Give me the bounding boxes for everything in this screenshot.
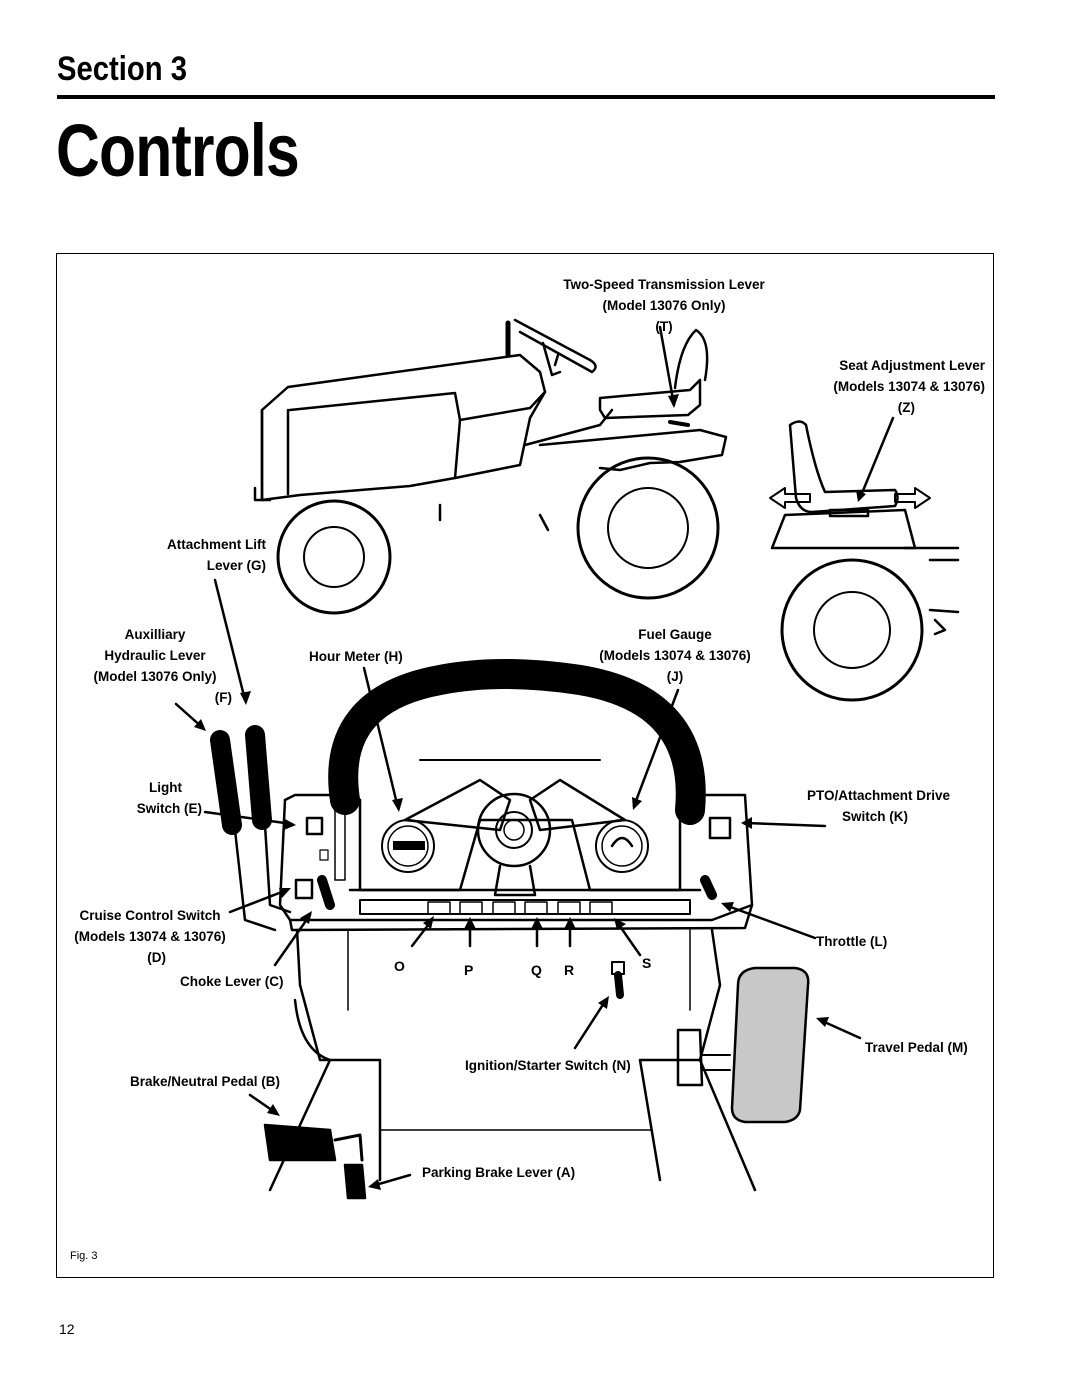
fuel-gauge-line-2: (Models 13074 & 13076)	[599, 648, 751, 663]
letter-s: S	[642, 955, 652, 971]
cruise-control-line-1: Cruise Control Switch	[79, 908, 221, 923]
seat-adjustment-line-2: (Models 13074 & 13076)	[833, 379, 985, 394]
attachment-lift-line-2: Lever (G)	[206, 558, 266, 573]
page-title: Controls	[56, 109, 300, 192]
two-speed-line-3: (T)	[655, 319, 673, 334]
letter-r: R	[564, 962, 575, 978]
two-speed-line-2: (Model 13076 Only)	[602, 298, 726, 313]
seat-detail	[769, 420, 960, 702]
ignition-switch-label: Ignition/Starter Switch (N)	[465, 1058, 631, 1073]
brake-pedal-label: Brake/Neutral Pedal (B)	[130, 1074, 281, 1089]
choke-lever-label: Choke Lever (C)	[180, 974, 284, 989]
light-switch-line-2: Switch (E)	[136, 801, 202, 816]
attachment-lift-label: Attachment Lift Lever (G)	[140, 534, 266, 576]
throttle-label: Throttle (L)	[816, 934, 888, 949]
figure-frame	[56, 253, 994, 1278]
aux-hydraulic-line-1: Auxilliary	[124, 627, 186, 642]
fuel-gauge-label: Fuel Gauge (Models 13074 & 13076) (J)	[580, 624, 770, 687]
header-rule	[57, 95, 995, 99]
hour-meter-label: Hour Meter (H)	[309, 649, 403, 664]
dashboard	[210, 659, 810, 1200]
letter-o: O	[394, 958, 405, 974]
light-switch-line-1: Light	[149, 780, 182, 795]
cruise-control-label: Cruise Control Switch (Models 13074 & 13…	[60, 905, 240, 968]
seat-adjustment-line-3: (Z)	[897, 400, 915, 415]
aux-hydraulic-label: Auxilliary Hydraulic Lever (Model 13076 …	[70, 624, 240, 708]
tractor-side-view	[253, 318, 728, 615]
pto-switch-line-2: Switch (K)	[842, 809, 908, 824]
seat-adjustment-line-1: Seat Adjustment Lever	[839, 358, 985, 373]
pointer-arrows	[174, 325, 895, 1190]
page-number: 12	[59, 1321, 75, 1337]
two-speed-label: Two-Speed Transmission Lever (Model 1307…	[548, 274, 780, 337]
letter-q: Q	[531, 962, 542, 978]
attachment-lift-line-1: Attachment Lift	[167, 537, 266, 552]
aux-hydraulic-line-2: Hydraulic Lever	[104, 648, 206, 663]
pto-switch-label: PTO/Attachment Drive Switch (K)	[780, 785, 950, 827]
cruise-control-line-3: (D)	[147, 950, 166, 965]
fuel-gauge-line-3: (J)	[666, 669, 684, 684]
section-label: Section 3	[57, 50, 188, 88]
letter-p: P	[464, 962, 474, 978]
aux-hydraulic-line-3: (Model 13076 Only)	[93, 669, 217, 684]
pto-switch-line-1: PTO/Attachment Drive	[806, 788, 950, 803]
parking-brake-label: Parking Brake Lever (A)	[422, 1165, 576, 1180]
cruise-control-line-2: (Models 13074 & 13076)	[74, 929, 226, 944]
figure-caption: Fig. 3	[70, 1250, 98, 1262]
seat-adjustment-label: Seat Adjustment Lever (Models 13074 & 13…	[775, 355, 985, 418]
two-speed-line-1: Two-Speed Transmission Lever	[563, 277, 765, 292]
aux-hydraulic-line-4: (F)	[214, 690, 232, 705]
fuel-gauge-line-1: Fuel Gauge	[638, 627, 712, 642]
light-switch-label: Light Switch (E)	[100, 777, 202, 819]
travel-pedal-label: Travel Pedal (M)	[865, 1040, 968, 1055]
